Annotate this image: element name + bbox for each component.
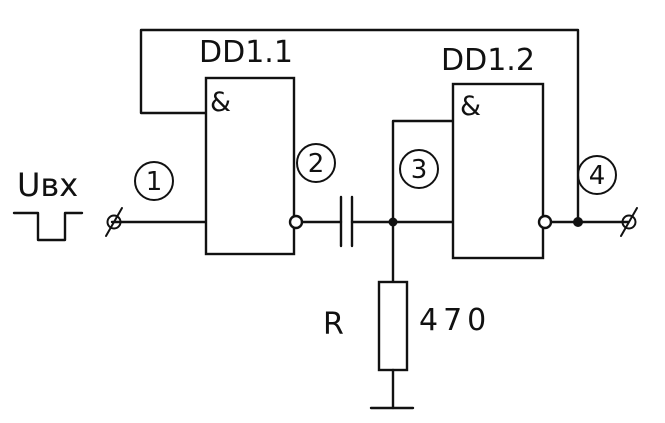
gate-dd1-1-symbol: & [210, 87, 231, 118]
output-terminal [620, 207, 638, 237]
resistor-label: R [323, 307, 344, 342]
input-pulse-waveform [12, 211, 84, 242]
node-1-label: 1 [146, 167, 163, 197]
gate-dd1-1 [204, 76, 296, 256]
node-2-circle [296, 143, 336, 183]
node-4-circle [577, 155, 617, 195]
gate-dd1-1-inversion-bubble [288, 214, 304, 230]
input-terminal [105, 207, 123, 237]
gate-dd1-2-symbol: & [460, 91, 481, 122]
node-4-label: 4 [589, 161, 606, 191]
gate-dd1-2-inversion-bubble [537, 214, 553, 230]
node-3-circle [399, 149, 439, 189]
node-2-label: 2 [308, 149, 325, 179]
input-voltage-label: Uвх [17, 166, 78, 204]
gate-dd1-1-title: DD1.1 [199, 35, 293, 70]
resistor [377, 280, 409, 372]
node-3-label: 3 [411, 155, 428, 185]
capacitor [339, 195, 354, 248]
gate-dd1-2 [451, 82, 545, 260]
resistor-value: 470 [419, 303, 491, 338]
gate-dd1-2-title: DD1.2 [441, 43, 535, 78]
output-junction-dot [573, 217, 583, 227]
node-1-circle [134, 161, 174, 201]
feedback-wire [139, 28, 580, 224]
gate2-input-tie-wire [391, 119, 455, 224]
